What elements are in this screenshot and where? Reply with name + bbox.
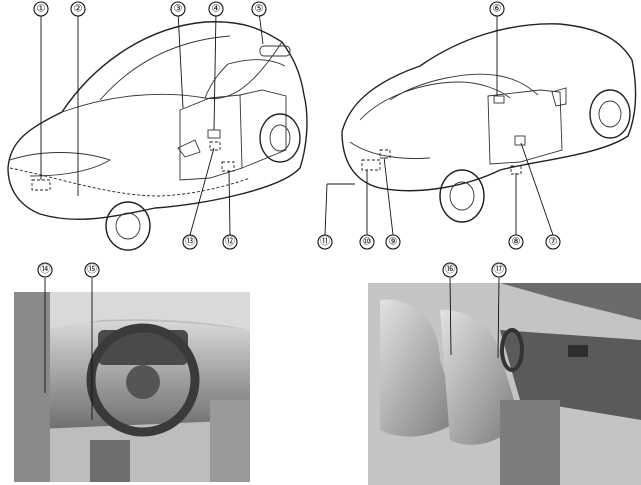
car-rear-view <box>341 23 637 223</box>
cabin-headliner <box>368 283 641 320</box>
svg-text:⑧: ⑧ <box>512 237 521 248</box>
callout-5: ⑤ <box>251 1 267 17</box>
car-front-hub <box>598 100 622 128</box>
car-roof-line <box>389 73 539 101</box>
svg-text:②: ② <box>74 4 83 15</box>
cabin-display <box>568 345 588 357</box>
cockpit-photo <box>14 292 250 482</box>
steering-wheel <box>86 323 200 437</box>
callout-8: ⑧ <box>508 234 524 250</box>
car-front-view <box>7 21 308 251</box>
car-rear-bumper <box>349 141 431 159</box>
leader-lines <box>40 11 554 420</box>
tailgate-label-box <box>361 159 381 171</box>
cabin-dashboard <box>500 330 641 420</box>
callout-13: ⑬ <box>182 234 198 250</box>
callout-3: ③ <box>170 1 186 17</box>
svg-text:⑨: ⑨ <box>389 237 398 248</box>
svg-text:④: ④ <box>212 4 221 15</box>
svg-text:①: ① <box>37 4 46 15</box>
svg-text:⑬: ⑬ <box>185 236 195 248</box>
svg-text:⑩: ⑩ <box>363 237 372 248</box>
svg-text:⑪: ⑪ <box>320 236 330 248</box>
callout-14: ⑭ <box>37 262 53 278</box>
svg-text:⑥: ⑥ <box>493 4 502 15</box>
side-mirror <box>551 87 567 107</box>
car-front-hub <box>115 212 141 240</box>
callout-4: ④ <box>208 1 224 17</box>
callout-2: ② <box>70 1 86 17</box>
car-rear-doors <box>487 89 563 165</box>
svg-text:⑯: ⑯ <box>445 264 455 276</box>
callout-16: ⑯ <box>442 262 458 278</box>
callout-15: ⑮ <box>84 262 100 278</box>
svg-text:⑤: ⑤ <box>255 4 264 15</box>
cockpit-center-console <box>210 400 250 482</box>
car-rear-hub <box>269 124 291 152</box>
roof-spoiler <box>259 45 291 57</box>
callout-9: ⑨ <box>385 234 401 250</box>
car-rear-wheel <box>439 169 485 223</box>
car-rear-window-line <box>359 81 511 121</box>
pillar-label-box <box>514 135 526 146</box>
svg-text:③: ③ <box>174 4 183 15</box>
callout-7: ⑦ <box>545 234 561 250</box>
car-front-bumper <box>9 152 112 177</box>
car-body-outline <box>7 21 308 220</box>
steering-hub <box>126 365 160 399</box>
car-rear-hub <box>449 181 475 211</box>
cabin-rear-seat <box>380 299 460 437</box>
door-label-box <box>209 141 221 151</box>
car-front-wheel <box>105 201 151 251</box>
svg-text:⑮: ⑮ <box>87 264 97 276</box>
svg-text:⑭: ⑭ <box>40 264 50 276</box>
callout-11: ⑪ <box>317 234 333 250</box>
car-body-outline <box>341 23 637 192</box>
car-windshield <box>99 35 286 101</box>
car-rear-door <box>239 89 287 169</box>
callout-17: ⑰ <box>491 262 507 278</box>
svg-text:⑫: ⑫ <box>225 236 235 248</box>
cockpit-lower-column <box>90 440 130 482</box>
car-rear-wheel <box>259 113 301 163</box>
svg-text:⑰: ⑰ <box>494 264 504 276</box>
sill-label-box <box>221 161 235 172</box>
cabin-photo <box>368 283 641 485</box>
callout-10: ⑩ <box>359 234 375 250</box>
callout-1: ① <box>33 1 49 17</box>
car-hood-dashed-line <box>9 167 251 197</box>
front-label-box <box>31 179 51 191</box>
roof-pillar-label-box <box>493 95 505 104</box>
car-front-wheel <box>589 89 631 139</box>
tailgate-label-box-2 <box>379 149 391 159</box>
instrument-cluster <box>98 330 188 365</box>
callout-6: ⑥ <box>489 1 505 17</box>
pillar-label-box <box>207 129 221 139</box>
cockpit-windshield-area <box>14 292 250 330</box>
cabin-center-console <box>500 400 560 485</box>
car-front-door <box>179 94 243 181</box>
svg-text:⑦: ⑦ <box>549 237 558 248</box>
cockpit-door-panel <box>14 292 50 482</box>
cabin-steering-wheel <box>500 328 524 372</box>
side-mirror <box>177 139 201 158</box>
callout-12: ⑫ <box>222 234 238 250</box>
car-hood-line <box>61 41 283 113</box>
